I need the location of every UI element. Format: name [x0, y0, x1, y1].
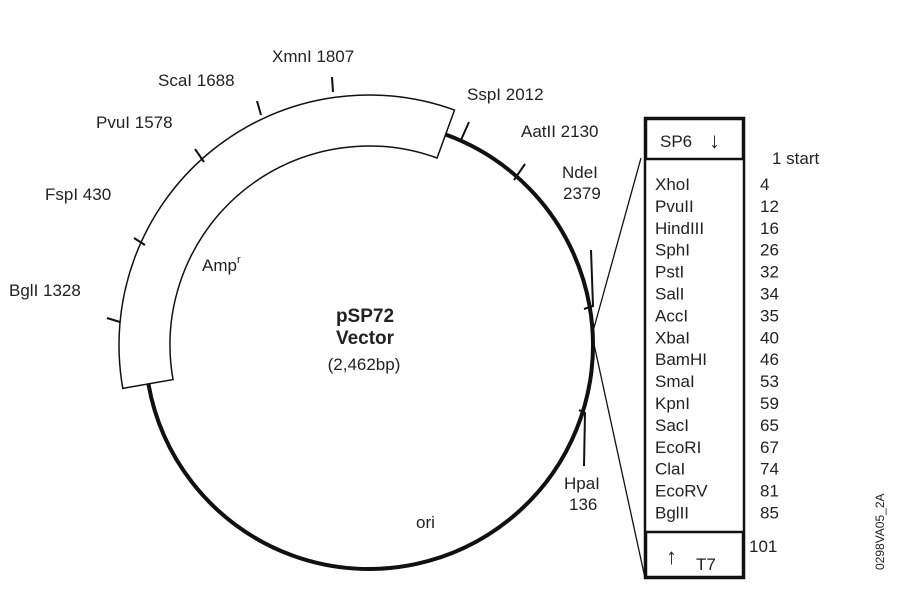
- site-label-scai: ScaI 1688: [158, 71, 235, 90]
- fspi-tick: [133, 237, 146, 246]
- mcs-site-name: KpnI: [655, 394, 690, 413]
- aatii-tick: [513, 163, 526, 181]
- site-label-aatii: AatII 2130: [521, 122, 599, 141]
- mcs-site-name: SalI: [655, 285, 684, 304]
- amp-label: Ampr: [202, 254, 241, 275]
- site-label-fspi: FspI 430: [45, 185, 111, 204]
- mcs-zoom-line-top: [591, 157, 642, 336]
- t7-label: T7: [696, 555, 716, 574]
- ori-label: ori: [416, 513, 435, 532]
- mcs-site-name: EcoRI: [655, 438, 701, 457]
- amp-resistance-gene: [118, 94, 456, 390]
- site-label-xmni: XmnI 1807: [272, 47, 354, 66]
- plasmid-name-vector: Vector: [336, 328, 395, 349]
- mcs-site-position: 81: [760, 482, 779, 501]
- mcs-site-position: 34: [760, 285, 779, 304]
- sp6-label: SP6: [660, 132, 692, 151]
- sp6-arrow-down-icon: ↓: [709, 128, 720, 153]
- site-label-bgli: BglI 1328: [9, 281, 81, 300]
- site-label-ndei-pos: 2379: [563, 184, 601, 203]
- hpai-leader: [578, 409, 587, 467]
- mcs-site-name: XhoI: [655, 175, 690, 194]
- mcs-end: 101: [749, 537, 777, 556]
- mcs-site-name: BamHI: [655, 350, 707, 369]
- site-label-ndei-name: NdeI: [562, 163, 598, 182]
- xmni-tick: [331, 76, 334, 93]
- site-label-hpai-pos: 136: [569, 495, 597, 514]
- sspi-tick: [460, 121, 470, 141]
- mcs-site-position: 59: [760, 394, 779, 413]
- mcs-site-name: EcoRV: [655, 482, 708, 501]
- site-label-sspi: SspI 2012: [467, 85, 544, 104]
- mcs-site-position: 85: [760, 504, 779, 523]
- site-label-hpai-name: HpaI: [564, 474, 600, 493]
- sp6-promoter-box: [644, 117, 745, 161]
- mcs-site-name: SmaI: [655, 372, 695, 391]
- mcs-site-position: 16: [760, 219, 779, 238]
- mcs-site-name: SphI: [655, 241, 690, 260]
- site-label-pvui: PvuI 1578: [96, 113, 173, 132]
- mcs-site-position: 40: [760, 328, 779, 347]
- mcs-site-position: 12: [760, 197, 779, 216]
- mcs-site-name: AccI: [655, 306, 688, 325]
- mcs-site-position: 74: [760, 460, 779, 479]
- mcs-site-position: 67: [760, 438, 779, 457]
- mcs-site-name: SacI: [655, 416, 689, 435]
- mcs-start: 1 start: [772, 149, 820, 168]
- figure-id: 0298VA05_2A: [873, 493, 887, 570]
- bgli-tick: [106, 317, 121, 323]
- mcs-zoom-line-bottom: [591, 334, 646, 579]
- mcs-site-name: PvuII: [655, 197, 694, 216]
- mcs-site-position: 35: [760, 306, 779, 325]
- scai-tick: [256, 100, 262, 116]
- mcs-site-position: 65: [760, 416, 779, 435]
- t7-promoter-box: [644, 530, 745, 579]
- pvui-tick: [194, 148, 205, 163]
- mcs-site-name: HindIII: [655, 219, 704, 238]
- mcs-site-position: 32: [760, 263, 779, 282]
- ndei-leader: [583, 249, 595, 310]
- mcs-site-position: 46: [760, 350, 779, 369]
- mcs-site-name: XbaI: [655, 328, 690, 347]
- mcs-site-position: 26: [760, 241, 779, 260]
- mcs-site-name: PstI: [655, 263, 684, 282]
- mcs-site-position: 4: [760, 175, 769, 194]
- plasmid-name: pSP72: [336, 306, 394, 327]
- plasmid-backbone: [146, 132, 595, 571]
- plasmid-size: (2,462bp): [328, 355, 401, 374]
- mcs-site-position: 53: [760, 372, 779, 391]
- t7-arrow-up-icon: ↑: [666, 544, 677, 569]
- mcs-site-name: BglII: [655, 504, 689, 523]
- mcs-site-name: ClaI: [655, 460, 685, 479]
